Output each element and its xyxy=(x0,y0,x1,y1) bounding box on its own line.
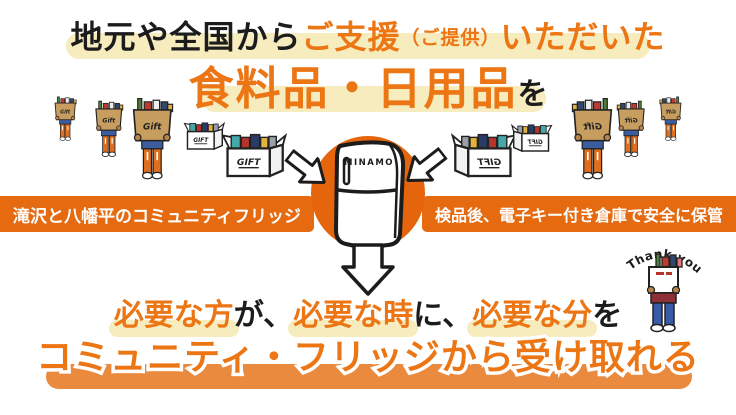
goods-particle: を xyxy=(517,77,548,112)
right-banner: 検品後、電子キー付き倉庫で安全に保管 xyxy=(422,196,736,232)
orange-underline-bar xyxy=(46,364,692,389)
donor-person xyxy=(95,100,124,158)
gift-box xyxy=(451,133,517,178)
gift-box xyxy=(511,124,553,152)
thank-you-person: Thank you xyxy=(624,247,705,333)
donor-person xyxy=(616,100,645,158)
arrow-left-to-fridge-icon xyxy=(284,149,326,185)
left-banner-label: 滝沢と八幡平のコミュニティフリッジ xyxy=(13,206,301,227)
left-banner: 滝沢と八幡平のコミュニティフリッジ xyxy=(0,196,314,232)
donor-person xyxy=(54,96,77,141)
need-person-emphasis: 必要な方 xyxy=(108,290,239,337)
headline-highlight-pill xyxy=(66,33,650,59)
gift-box xyxy=(183,122,225,150)
gift-box xyxy=(221,133,287,178)
arrow-right-to-fridge-icon xyxy=(406,147,448,183)
headline-black-prefix: 地元や全国から xyxy=(70,18,302,56)
particle-text: に、 xyxy=(413,298,473,333)
need-time-emphasis: 必要な時 xyxy=(288,290,419,337)
headline-orange-suffix: いただいた xyxy=(500,18,666,56)
receive-headline-text: コミュニティ・フリッジから受け取れる xyxy=(36,337,700,378)
donor-person xyxy=(659,96,682,141)
donor-person xyxy=(571,97,613,180)
fridge-brand-label: MINAMO xyxy=(344,158,394,168)
particle-text: が、 xyxy=(233,298,294,333)
receive-headline-outline: コミュニティ・フリッジから受け取れる xyxy=(33,334,703,382)
headline-line2: 食料品・日用品を xyxy=(0,52,736,115)
particle-text: を xyxy=(592,298,623,333)
receive-headline: コミュニティ・フリッジから受け取れる コミュニティ・フリッジから受け取れる xyxy=(0,328,736,392)
headline-paren-note: （ご提供） xyxy=(400,27,501,49)
right-banner-label: 検品後、電子キー付き倉庫で安全に保管 xyxy=(434,206,723,225)
headline-line1: 地元や全国からご支援（ご提供）いただいた xyxy=(0,12,736,60)
arrow-down-to-receivers-icon xyxy=(341,243,395,296)
receivers-line: 必要な方が、必要な時に、必要な分を xyxy=(0,290,736,337)
donor-person xyxy=(132,97,174,180)
headline2-highlight-pill xyxy=(202,86,546,112)
need-amount-emphasis: 必要な分 xyxy=(467,290,598,337)
headline-orange-emphasis: ご支援 xyxy=(301,18,401,56)
fridge-illustration: MINAMO xyxy=(334,140,406,249)
goods-emphasis: 食料品・日用品 xyxy=(188,62,518,115)
